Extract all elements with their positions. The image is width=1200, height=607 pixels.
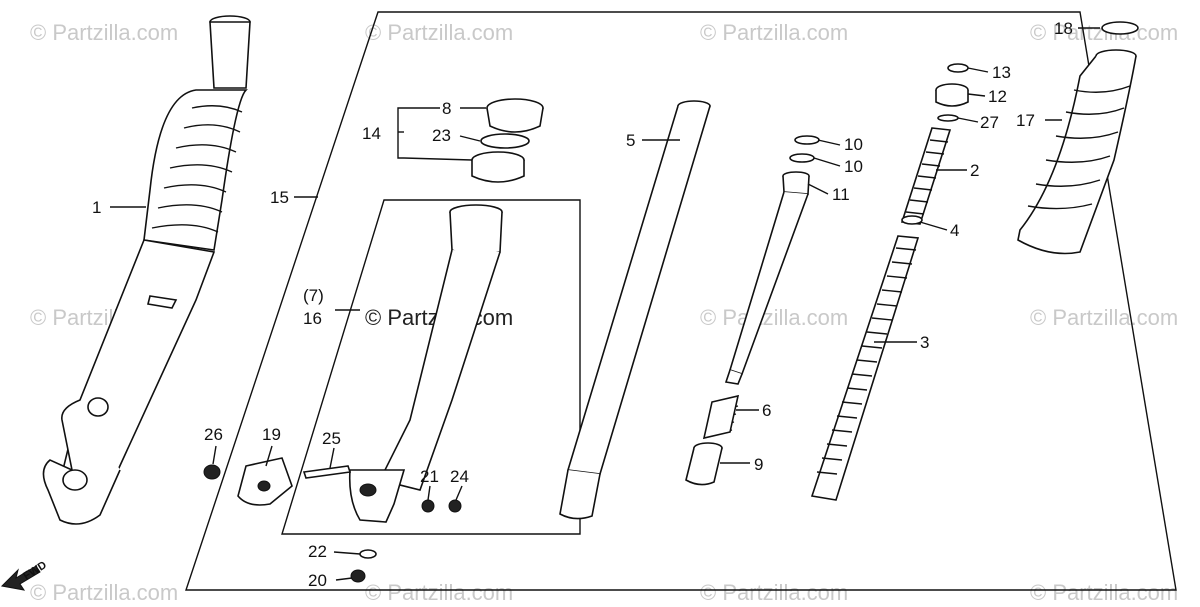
- watermark: © Partzilla.com: [700, 580, 848, 605]
- part-2-spring-upper: [900, 127, 952, 225]
- part-23-ring: [480, 133, 530, 149]
- part-21-nut: [421, 499, 435, 513]
- callout-14: 14: [362, 124, 381, 143]
- part-3-main-spring: [810, 235, 920, 501]
- watermark: © Partzilla.com: [30, 580, 178, 605]
- callout-27: 27: [980, 113, 999, 132]
- part-27-ring: [937, 114, 959, 122]
- watermark: © Partzilla.com: [1030, 305, 1178, 330]
- callout-4: 4: [950, 221, 959, 240]
- callout-11: 11: [832, 185, 850, 204]
- callout-23: 23: [432, 126, 451, 145]
- callout-10b: 10: [844, 157, 863, 176]
- callout-13: 13: [992, 63, 1011, 82]
- callout-22: 22: [308, 542, 327, 561]
- watermark: © Partzilla.com: [1030, 20, 1178, 45]
- part-18-clip: [1101, 21, 1139, 35]
- part-12-cap: [935, 83, 969, 107]
- watermark: © Partzilla.com: [30, 20, 178, 45]
- callout-25: 25: [322, 429, 341, 448]
- part-16-fork-slider: [348, 204, 503, 523]
- callout-8: 8: [442, 99, 451, 118]
- callout-12: 12: [988, 87, 1007, 106]
- callout-24: 24: [450, 467, 469, 486]
- callout-21: 21: [420, 467, 439, 486]
- part-13-washer: [947, 63, 969, 73]
- part-22-washer: [359, 549, 377, 559]
- callout-15: 15: [270, 188, 289, 207]
- callout-16: 16: [303, 309, 322, 328]
- part-4-spacer: [901, 215, 923, 225]
- callout-3: 3: [920, 333, 929, 352]
- part-9-collar: [685, 442, 723, 486]
- watermark: © Partzilla.com: [365, 580, 513, 605]
- part-1-fork-assembly: [42, 15, 251, 525]
- callout-6: 6: [762, 401, 771, 420]
- part-19-axle-holder: [237, 457, 293, 506]
- part-17-fork-boot: [1017, 49, 1137, 255]
- callout-1: 1: [92, 198, 101, 217]
- watermark: © Partzilla.com: [365, 20, 513, 45]
- part-26-nut: [203, 464, 221, 480]
- arrow-icon: [0, 565, 41, 591]
- watermark: © Partzilla.com: [1030, 580, 1178, 605]
- part-25-stud: [302, 465, 352, 479]
- callout-20: 20: [308, 571, 327, 590]
- watermarks: © Partzilla.com © Partzilla.com © Partzi…: [30, 20, 1178, 605]
- part-bushing: [471, 151, 525, 183]
- part-5-fork-tube: [559, 100, 711, 520]
- callout-2: 2: [970, 161, 979, 180]
- callout-7: (7): [303, 286, 324, 305]
- assembly-frame-16: [281, 199, 581, 535]
- part-11-damper-rod: [724, 171, 810, 385]
- callout-10a: 10: [844, 135, 863, 154]
- part-24-bolt: [448, 499, 462, 513]
- part-6-rebound-spring: [702, 394, 740, 440]
- callout-18: 18: [1054, 19, 1073, 38]
- callout-9: 9: [754, 455, 763, 474]
- callout-5: 5: [626, 131, 635, 150]
- assembly-frame-15: [185, 11, 1177, 591]
- callout-17: 17: [1016, 111, 1035, 130]
- callout-19: 19: [262, 425, 281, 444]
- part-20-bolt: [350, 569, 366, 583]
- callout-26: 26: [204, 425, 223, 444]
- part-10-ring-a: [794, 135, 820, 145]
- part-8-seal: [486, 98, 544, 133]
- watermark: © Partzilla.com: [700, 20, 848, 45]
- leader-lines: [110, 27, 1100, 581]
- callout-labels: 1 2 3 4 5 6 (7) 8 9 10 10 11 12 13 14 15…: [92, 19, 1073, 590]
- part-10-ring-b: [789, 153, 815, 163]
- watermark: © Partzilla.com: [700, 305, 848, 330]
